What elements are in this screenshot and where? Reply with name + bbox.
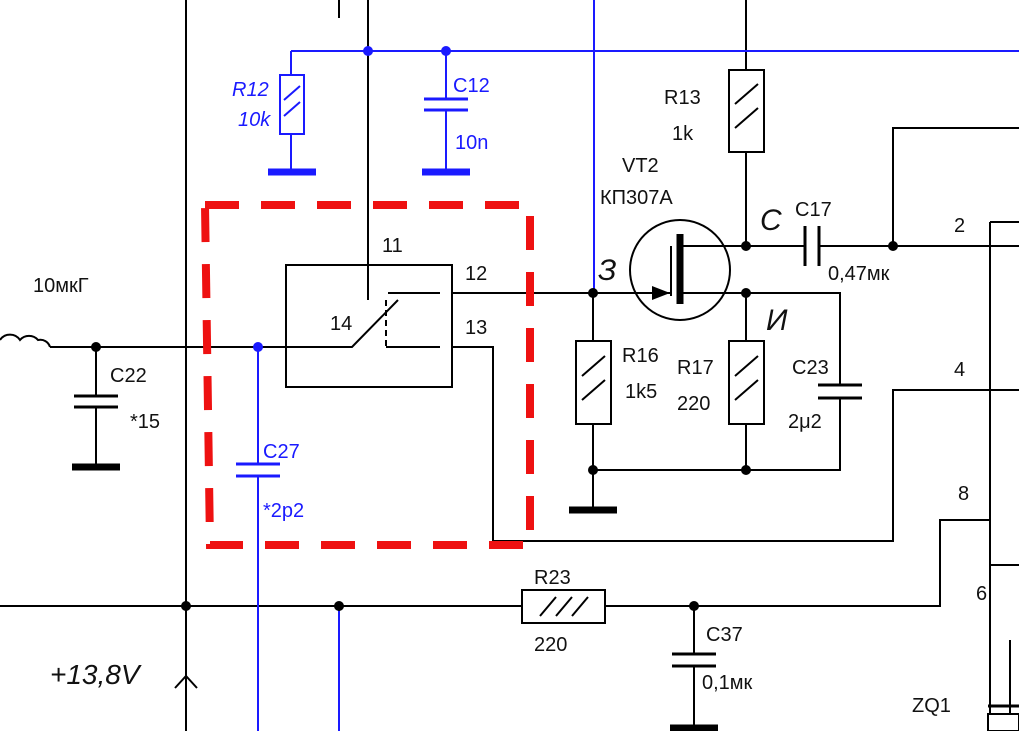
connector-pin-8-label: 8 <box>958 483 969 505</box>
c27-ref-label: C27 <box>263 441 300 463</box>
r16-resistor-icon <box>575 340 612 425</box>
r12-value-label: 10k <box>238 109 271 131</box>
c17-capacitor-icon <box>803 226 821 266</box>
zq1-crystal-icon <box>987 704 1019 731</box>
r23-resistor-icon <box>521 589 606 624</box>
vt2-transistor-icon <box>629 219 731 321</box>
r13-value-label: 1k <box>672 123 694 145</box>
switch-pin-11-label: 11 <box>382 235 403 257</box>
c23-ref-label: C23 <box>792 357 829 379</box>
c17-value-label: 0,47мк <box>828 263 890 285</box>
blue-wires <box>257 0 1019 731</box>
supply-line-wire <box>0 519 991 731</box>
r16-ref-label: R16 <box>622 345 659 367</box>
r23-ref-label: R23 <box>534 567 571 589</box>
c23-value-label: 2μ2 <box>788 411 822 433</box>
r17-ref-label: R17 <box>677 357 714 379</box>
output-upper-wire <box>892 127 1019 246</box>
c37-value-label: 0,1мк <box>702 672 753 694</box>
drain-pin-label: С <box>760 204 782 237</box>
source-pin-label: И <box>766 304 788 337</box>
supply-arrow-wire <box>174 674 198 731</box>
c22-capacitor-icon <box>74 394 118 409</box>
r17-value-label: 220 <box>677 393 710 415</box>
c17-ref-label: C17 <box>795 199 832 221</box>
gate-pin-label: З <box>598 254 616 287</box>
c22-ref-label: C22 <box>110 365 147 387</box>
switch-block <box>285 264 453 388</box>
connector-block-wire <box>989 221 1019 566</box>
junction-dots <box>91 46 898 611</box>
r16-value-label: 1k5 <box>625 381 657 403</box>
grounds <box>72 168 718 731</box>
connector-pin-2-label: 2 <box>954 215 965 237</box>
switch-pin-13-label: 13 <box>465 317 487 339</box>
r12-resistor-icon <box>279 74 305 135</box>
c37-capacitor-icon <box>672 652 716 668</box>
connector-pin-4-label: 4 <box>954 359 965 381</box>
c22-value-label: *15 <box>130 411 160 433</box>
r17-resistor-icon <box>728 340 765 425</box>
r12-ref-label: R12 <box>232 79 269 101</box>
pin13-route-wire <box>452 346 1019 542</box>
switch-pin-14-label: 14 <box>330 313 352 335</box>
r13-resistor-icon <box>728 69 765 153</box>
vt2-ref-label: VT2 <box>622 155 659 177</box>
connector-pin-6-label: 6 <box>976 583 987 605</box>
c12-value-label: 10n <box>455 132 488 154</box>
supply-voltage-label: +13,8V <box>50 659 142 690</box>
source-line-wire <box>593 292 841 471</box>
c12-capacitor-icon <box>424 97 468 112</box>
c23-capacitor-icon <box>818 383 862 400</box>
coil-value-label: 10мкГ <box>33 275 89 297</box>
c27-value-label: *2p2 <box>263 500 304 522</box>
vt2-value-label: КП307А <box>600 187 673 209</box>
zq1-ref-label: ZQ1 <box>912 695 951 717</box>
r23-value-label: 220 <box>534 634 567 656</box>
c12-ref-label: C12 <box>453 75 490 97</box>
r13-ref-label: R13 <box>664 87 701 109</box>
inductor-coil-icon <box>0 333 51 348</box>
switch-pin-12-label: 12 <box>465 263 487 285</box>
c27-capacitor-icon <box>236 462 280 478</box>
c37-ref-label: C37 <box>706 624 743 646</box>
